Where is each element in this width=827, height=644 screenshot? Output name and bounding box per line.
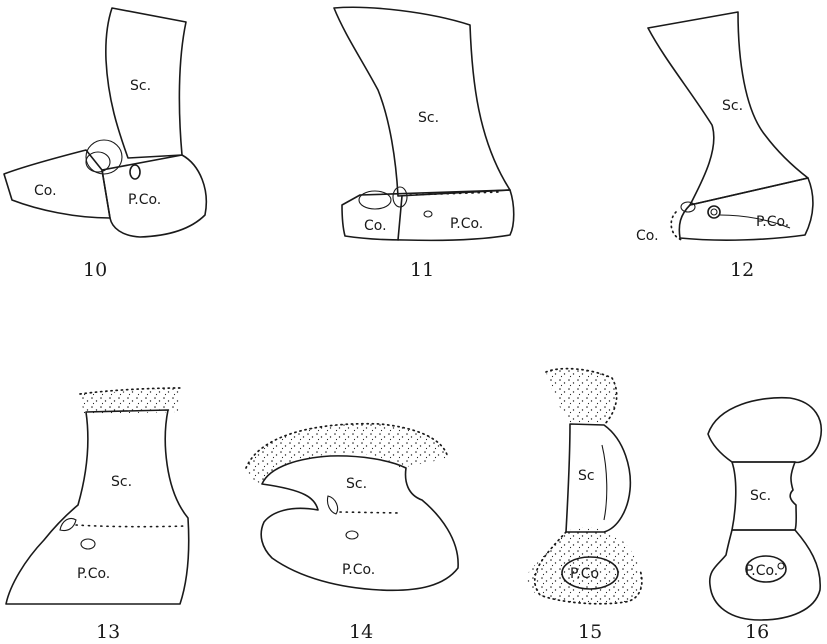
fig12-foramen-inner bbox=[711, 209, 717, 215]
fig13-number: 13 bbox=[96, 621, 120, 643]
fig10-glenoid-inner bbox=[86, 152, 110, 172]
fig14-seam bbox=[340, 512, 400, 513]
fig10-coracoid-outline bbox=[4, 150, 110, 218]
fig13-seam bbox=[76, 525, 186, 527]
fig12-label-scapula: Sc. bbox=[722, 98, 743, 114]
fig12-label-coracoid: Co. bbox=[636, 228, 659, 244]
fig11-label-precoracoid: P.Co. bbox=[450, 216, 483, 232]
fig16-label-precoracoid: P.Co. bbox=[745, 563, 778, 579]
fig10-coracoid-foramen bbox=[130, 165, 140, 179]
fig16-label-scapula: Sc. bbox=[750, 488, 771, 504]
fig11-number: 11 bbox=[410, 259, 434, 281]
fig11-suture-line bbox=[398, 196, 402, 240]
fig11-glenoid-inner bbox=[393, 187, 407, 207]
fig12-label-precoracoid: P.Co. bbox=[756, 214, 789, 230]
fig15-scapula-outline bbox=[566, 424, 630, 532]
fig12-coracoid-foramen bbox=[708, 206, 720, 218]
fig10-label-precoracoid: P.Co. bbox=[128, 192, 161, 208]
fig14-glenoid-fossa bbox=[327, 496, 337, 514]
fig15-label-scapula: Sc bbox=[578, 468, 595, 484]
figure-14: Sc. P.Co. 14 bbox=[246, 424, 458, 643]
fig10-label-scapula: Sc. bbox=[130, 78, 151, 94]
fig10-label-coracoid: Co. bbox=[34, 183, 57, 199]
fig11-label-coracoid: Co. bbox=[364, 218, 387, 234]
fig13-coracoid-foramen bbox=[81, 539, 95, 549]
figure-12: Sc. Co. P.Co. 12 bbox=[636, 12, 813, 281]
fig12-number: 12 bbox=[730, 259, 754, 281]
fig14-label-precoracoid: P.Co. bbox=[342, 562, 375, 578]
fig11-coracoid-foramen bbox=[424, 211, 432, 217]
fig13-label-scapula: Sc. bbox=[111, 474, 132, 490]
fig15-label-precoracoid: P.Co bbox=[570, 566, 599, 582]
fig14-suprascapular-cartilage bbox=[246, 424, 448, 484]
fig14-number: 14 bbox=[349, 621, 373, 643]
fig11-scapula-outline bbox=[334, 7, 510, 196]
figure-13: Sc. P.Co. 13 bbox=[6, 388, 189, 643]
figure-10: Sc. Co. P.Co. 10 bbox=[4, 8, 206, 281]
fig15-inner-ridge bbox=[602, 445, 607, 520]
fig15-suprascapular-cartilage bbox=[546, 369, 617, 425]
fig11-label-scapula: Sc. bbox=[418, 110, 439, 126]
figure-16: Sc. P.Co. 16 bbox=[708, 398, 821, 643]
fig15-number: 15 bbox=[578, 621, 602, 643]
fig16-coracoid-foramen bbox=[778, 563, 784, 569]
figure-11: Sc. Co. P.Co. 11 bbox=[334, 7, 514, 281]
figure-15: Sc P.Co 15 bbox=[527, 369, 642, 643]
fig14-coracoid-foramen bbox=[346, 531, 358, 539]
fig16-number: 16 bbox=[745, 621, 769, 643]
fig14-label-scapula: Sc. bbox=[346, 476, 367, 492]
fig13-label-precoracoid: P.Co. bbox=[77, 566, 110, 582]
fig10-number: 10 bbox=[83, 259, 107, 281]
fig16-suprascapular-cartilage bbox=[708, 398, 821, 463]
